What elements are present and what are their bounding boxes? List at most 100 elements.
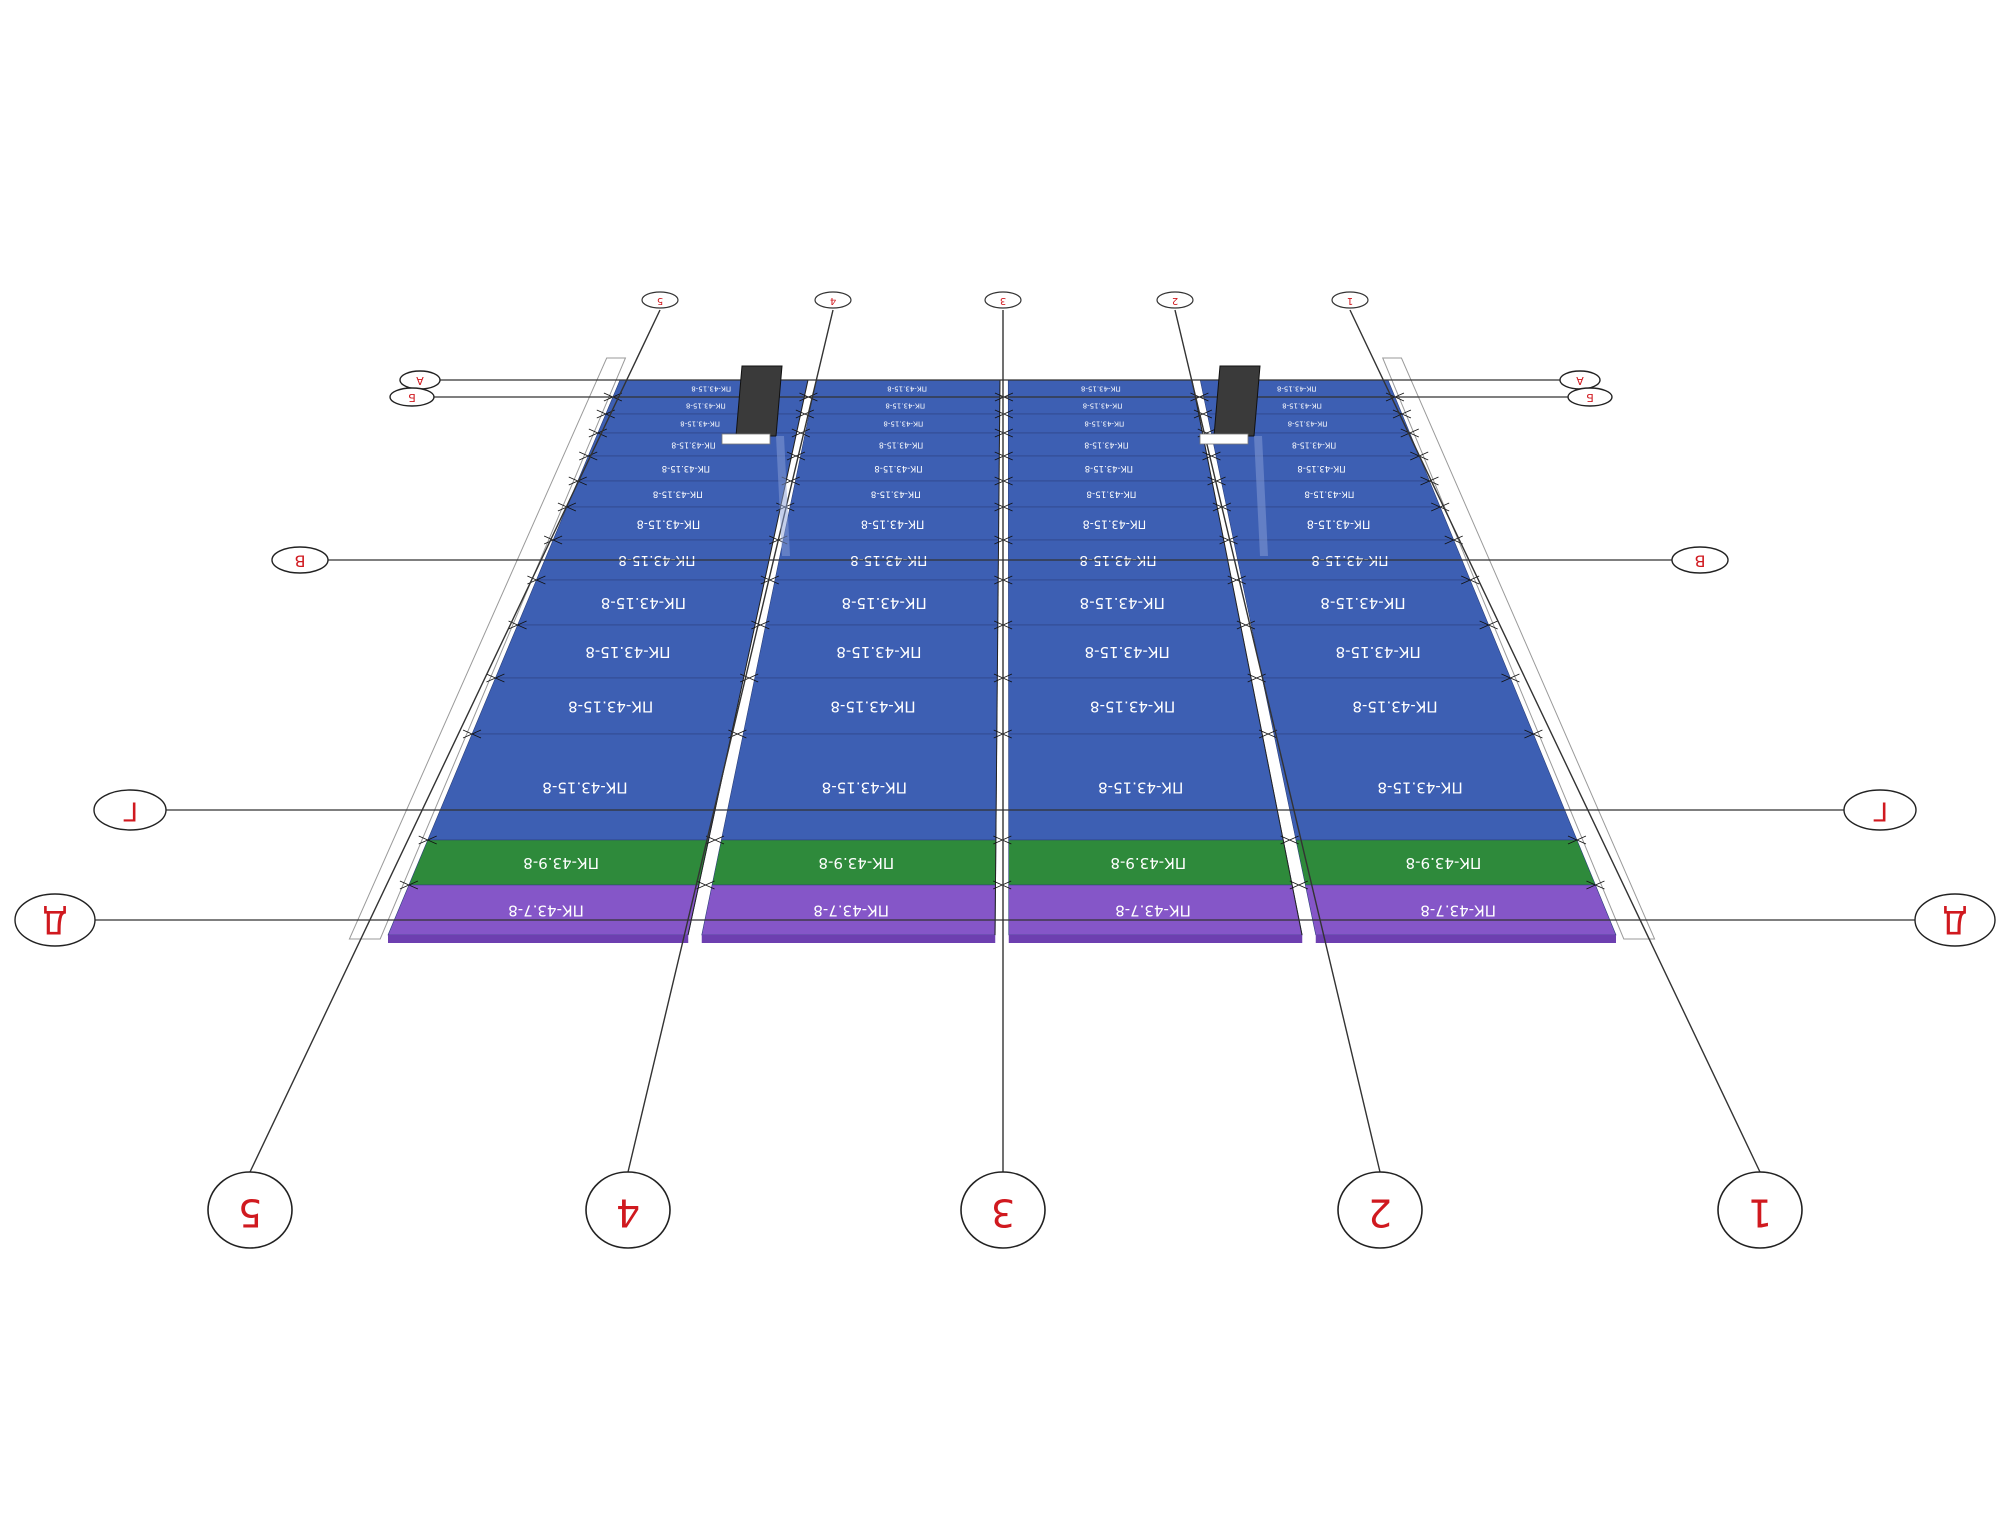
slab-label: ПК-43.15-8 <box>871 489 921 499</box>
axis-line-5 <box>249 309 661 1173</box>
slab-label: ПК-43.15-8 <box>1304 489 1354 499</box>
cross-mark <box>1392 409 1412 419</box>
cross-mark <box>1460 575 1480 585</box>
axis-label: В <box>295 552 306 571</box>
slab-label: ПК-43.9-8 <box>523 854 599 872</box>
axis-bubble-large <box>585 1171 671 1249</box>
slab-label: ПК-43.15-8 <box>686 402 726 410</box>
slab-label: ПК-43.7-8 <box>1115 902 1191 920</box>
cross-mark <box>705 835 725 845</box>
slab-label: ПК-43.15-8 <box>822 779 907 797</box>
slab-label: ПК-43.15-8 <box>1098 779 1183 797</box>
cross-mark <box>579 451 598 461</box>
slab-label: ПК-43.15-8 <box>691 385 731 393</box>
slab-label: ПК-43.15-8 <box>1083 518 1147 531</box>
cross-mark <box>994 409 1014 419</box>
cross-mark <box>1280 835 1299 845</box>
axis-bubble-small <box>984 291 1022 309</box>
slab-label: ПК-43.15-8 <box>542 779 627 797</box>
axis-line-1 <box>1349 309 1761 1173</box>
cross-mark <box>760 575 780 585</box>
grid-lines <box>95 309 1915 1173</box>
slab-label: ПК-43.15-8 <box>1377 779 1462 797</box>
slab-label: ПК-43.15-8 <box>1086 489 1136 499</box>
slab-label: ПК-43.15-8 <box>836 643 921 661</box>
slab-label: ПК-43.15-8 <box>1352 698 1437 716</box>
axis-bubble <box>1914 893 1996 947</box>
slab-label: ПК-43.15-8 <box>874 463 922 473</box>
slab-label: ПК-43.7-8 <box>1420 902 1496 920</box>
axis-bubble <box>271 546 329 574</box>
slab-label: ПК-43.15-8 <box>568 698 653 716</box>
slab-label: ПК-43.15-8 <box>887 385 927 393</box>
cross-mark <box>751 620 770 630</box>
axis-label: Б <box>1586 391 1594 404</box>
slab-label: ПК-43.15-8 <box>1084 420 1124 428</box>
slab-label: ПК-43.15-8 <box>653 489 703 499</box>
slab-label: ПК-43.15-8 <box>1320 594 1405 612</box>
cross-mark <box>1586 880 1605 890</box>
axis-bubble <box>389 387 435 407</box>
slab-label: ПК-43.15-8 <box>879 441 923 450</box>
axis-bubble <box>14 893 96 947</box>
slab-label: ПК-43.15-8 <box>662 463 710 473</box>
column-cap <box>721 433 771 445</box>
cross-mark <box>1431 502 1450 512</box>
slab-edge <box>701 935 996 943</box>
slab-label: ПК-43.15-8 <box>1080 594 1165 612</box>
axis-label: 3 <box>1000 295 1006 306</box>
cross-mark <box>1193 409 1213 419</box>
axis-label: 1 <box>1748 1191 1772 1235</box>
slab-label: ПК-43.15-8 <box>1288 420 1328 428</box>
column-block <box>1213 365 1261 437</box>
cross-mark <box>399 880 419 890</box>
cross-mark <box>1420 476 1439 486</box>
slab-label: ПК-43.9-8 <box>818 854 894 872</box>
cross-mark <box>696 880 715 890</box>
axis-bubble-small <box>1156 291 1194 309</box>
cross-mark <box>486 673 505 683</box>
cross-mark <box>1207 476 1226 486</box>
axis-bubble-small <box>641 291 679 309</box>
column-block <box>735 365 783 437</box>
cross-mark <box>588 428 608 438</box>
cross-mark <box>791 428 810 438</box>
slab-label: ПК-43.15-8 <box>1081 385 1121 393</box>
slab-edge <box>388 935 689 943</box>
axis-label: В <box>1695 552 1706 571</box>
cross-mark <box>1258 729 1278 739</box>
cross-mark <box>543 535 563 545</box>
slab-label: ПК-43.15-8 <box>1297 463 1345 473</box>
axis-label: 2 <box>1368 1191 1392 1235</box>
axis-bubble-small <box>814 291 852 309</box>
column-blocks <box>721 365 1268 556</box>
axis-bubble <box>93 789 167 831</box>
axis-label: Д <box>43 903 68 941</box>
column-shadow <box>776 436 790 556</box>
axis-bubble-small <box>1331 291 1369 309</box>
column-cap <box>1199 433 1249 445</box>
axis-bubble <box>1567 387 1613 407</box>
cross-mark <box>1289 880 1308 890</box>
cross-mark <box>568 476 587 486</box>
axis-bubble-large <box>207 1171 293 1249</box>
axis-label: 5 <box>238 1191 262 1235</box>
cross-mark <box>1236 620 1256 630</box>
axis-label: 2 <box>1172 295 1178 306</box>
cross-mark <box>795 409 814 419</box>
slab-label: ПК-43.15-8 <box>671 441 715 450</box>
slab-label: ПК-43.15-8 <box>861 518 925 531</box>
axis-label: 4 <box>830 295 836 306</box>
slab-label: ПК-43.15-8 <box>1277 385 1317 393</box>
slab-label: ПК-43.7-8 <box>508 902 584 920</box>
cross-mark <box>786 451 806 461</box>
slab-label: ПК-43.15-8 <box>1336 643 1421 661</box>
axis-label: Г <box>122 796 138 826</box>
panel-gap <box>1193 379 1312 936</box>
axis-label: 4 <box>616 1191 640 1235</box>
slab-label: ПК-43.15-8 <box>585 643 670 661</box>
cross-mark <box>1479 620 1498 630</box>
